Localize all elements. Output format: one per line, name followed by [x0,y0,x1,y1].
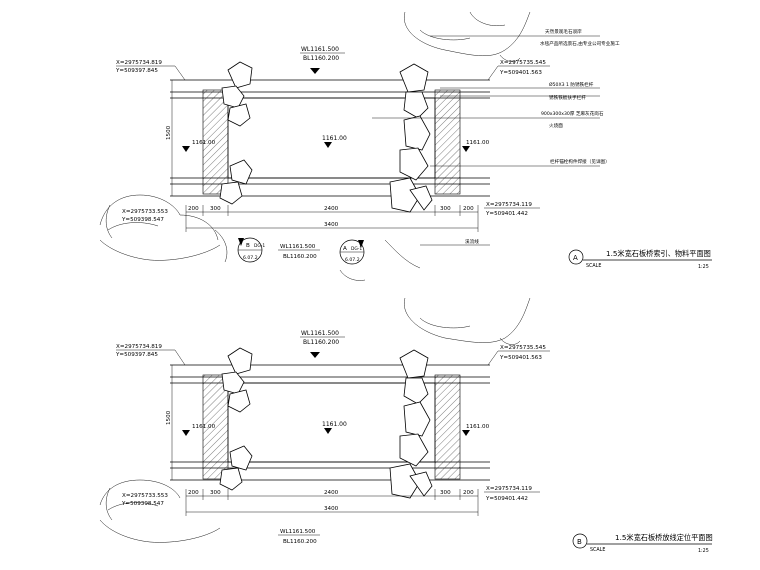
dim-span: 2400 [324,206,339,212]
dim-left-a: 200 [188,206,199,212]
plan-a-id: A [573,254,578,262]
dim-overall: 3400 [324,222,339,228]
coord-top-left-y: Y=509397.845 [115,352,158,358]
section-a-ref: 6.07.2 [345,257,360,263]
landscape-rock-outline-bottom-left [99,194,421,281]
section-b-label: B [246,243,250,249]
top-elevation-wl: WL1161.500 [301,330,339,337]
section-a-num: DG-1 [351,246,362,252]
abutment-right-hatched [434,374,461,480]
water-line-label: 溪流线 [465,238,479,245]
abutment-left-hatched [202,374,229,480]
landscape-rock-outline-top-right [404,11,531,62]
dim-left-b: 300 [210,206,221,212]
coord-top-right-x: X=2975735.545 [500,60,546,66]
dim-span: 2400 [324,490,339,496]
plan-a-scale-label: SCALE [586,263,601,269]
dim-right-b: 200 [463,206,474,212]
callout-6: 火烧面 [549,122,563,129]
coord-bottom-left-y: Y=509398.547 [121,501,164,507]
dim-right-b: 200 [463,490,474,496]
callout-4: 锈铁铁板扶手栏杆 [549,94,586,101]
dim-overall: 3400 [324,506,339,512]
landscape-rock-outline-top-right [404,297,531,345]
callout-5: 900x300x30厚 芝麻灰花岗石 [541,110,604,117]
section-b-num: DG-1 [254,243,265,249]
bridge-deck-outline [227,97,436,179]
boulders-left [219,347,253,491]
abutment-left-hatched [202,89,229,195]
plan-a: 1161.00 WL1161.500 BL1160.200 X=2975734.… [99,11,712,281]
section-marker-a: A DG-1 6.07.2 [339,239,365,265]
right-elevation: 1161.00 [466,424,490,430]
callout-1: 天然景观毛石驳岸 [545,28,582,35]
plan-b-title: 1.5米宽石板桥放线定位平面图 [615,533,713,542]
coord-bottom-left-x: X=2975733.553 [122,493,168,499]
level-marker-center [324,142,332,148]
bottom-elevation-wl: WL1161.500 [280,529,316,535]
dim-vertical: 1500 [166,125,172,140]
bottom-elevation-bl: BL1160.200 [283,539,317,545]
plan-b-id: B [577,538,582,546]
plan-b: 1161.00 WL1161.500 BL1160.200 X=2975734.… [99,297,713,554]
coord-bottom-right-y: Y=509401.442 [485,496,528,502]
section-marker-b: B DG-1 6.07.2 [237,237,265,263]
coord-bottom-left-x: X=2975733.553 [122,209,168,215]
dim-left-b: 300 [210,490,221,496]
center-elevation: 1161.00 [322,135,347,142]
boulders-right [389,349,433,499]
coord-bottom-right-x: X=2975734.119 [486,486,532,492]
boulders-right [389,63,433,213]
center-elevation: 1161.00 [322,421,347,428]
level-marker-top [310,68,320,74]
top-elevation-wl: WL1161.500 [301,46,339,53]
top-elevation-bl: BL1160.200 [303,339,339,346]
left-elevation: 1161.00 [192,140,216,146]
title-block-b: B 1.5米宽石板桥放线定位平面图 SCALE 1:25 [572,533,713,554]
dim-left-a: 200 [188,490,199,496]
abutment-right-hatched [434,89,461,195]
plan-b-scale-label: SCALE [590,547,605,553]
coord-bottom-right-x: X=2975734.119 [486,202,532,208]
top-elevation-bl: BL1160.200 [303,55,339,62]
boulders-left [219,61,253,205]
bridge-deck-outline [227,382,436,463]
coord-bottom-left-y: Y=509398.547 [121,217,164,223]
coord-top-right-x: X=2975735.545 [500,345,546,351]
coord-top-right-y: Y=509401.563 [499,355,542,361]
left-elevation: 1161.00 [192,424,216,430]
coord-top-left-x: X=2975734.819 [116,60,162,66]
callout-3: Ø50X3 1 防锈铁栏杆 [549,81,594,88]
dimension-lines-horizontal [185,489,479,516]
callout-7: 栏杆锚栓构件焊接（见详图） [550,158,610,165]
bottom-elevation-wl: WL1161.500 [280,244,316,250]
right-elevation: 1161.00 [466,140,490,146]
section-a-label: A [343,246,347,252]
coord-top-right-y: Y=509401.563 [499,70,542,76]
callout-2: 水毯产品所选景石,由专业公司专业施工 [540,40,620,47]
title-block-a: A 1.5米宽石板桥索引、物料平面图 SCALE 1:25 [568,249,712,270]
plan-a-title: 1.5米宽石板桥索引、物料平面图 [606,249,711,258]
coord-top-left-y: Y=509397.845 [115,68,158,74]
dim-right-a: 300 [440,206,451,212]
dim-vertical: 1500 [166,410,172,425]
coord-top-left-x: X=2975734.819 [116,344,162,350]
dimension-lines-horizontal [185,205,479,232]
section-b-ref: 6.07.2 [243,255,258,261]
landscape-rock-outline-bottom-left [99,479,221,543]
material-callout-leaders [372,35,600,167]
coord-bottom-right-y: Y=509401.442 [485,211,528,217]
dim-right-a: 300 [440,490,451,496]
bottom-elevation-bl: BL1160.200 [283,254,317,260]
plan-a-scale-value: 1:25 [698,264,709,270]
plan-b-scale-value: 1:25 [698,548,709,554]
